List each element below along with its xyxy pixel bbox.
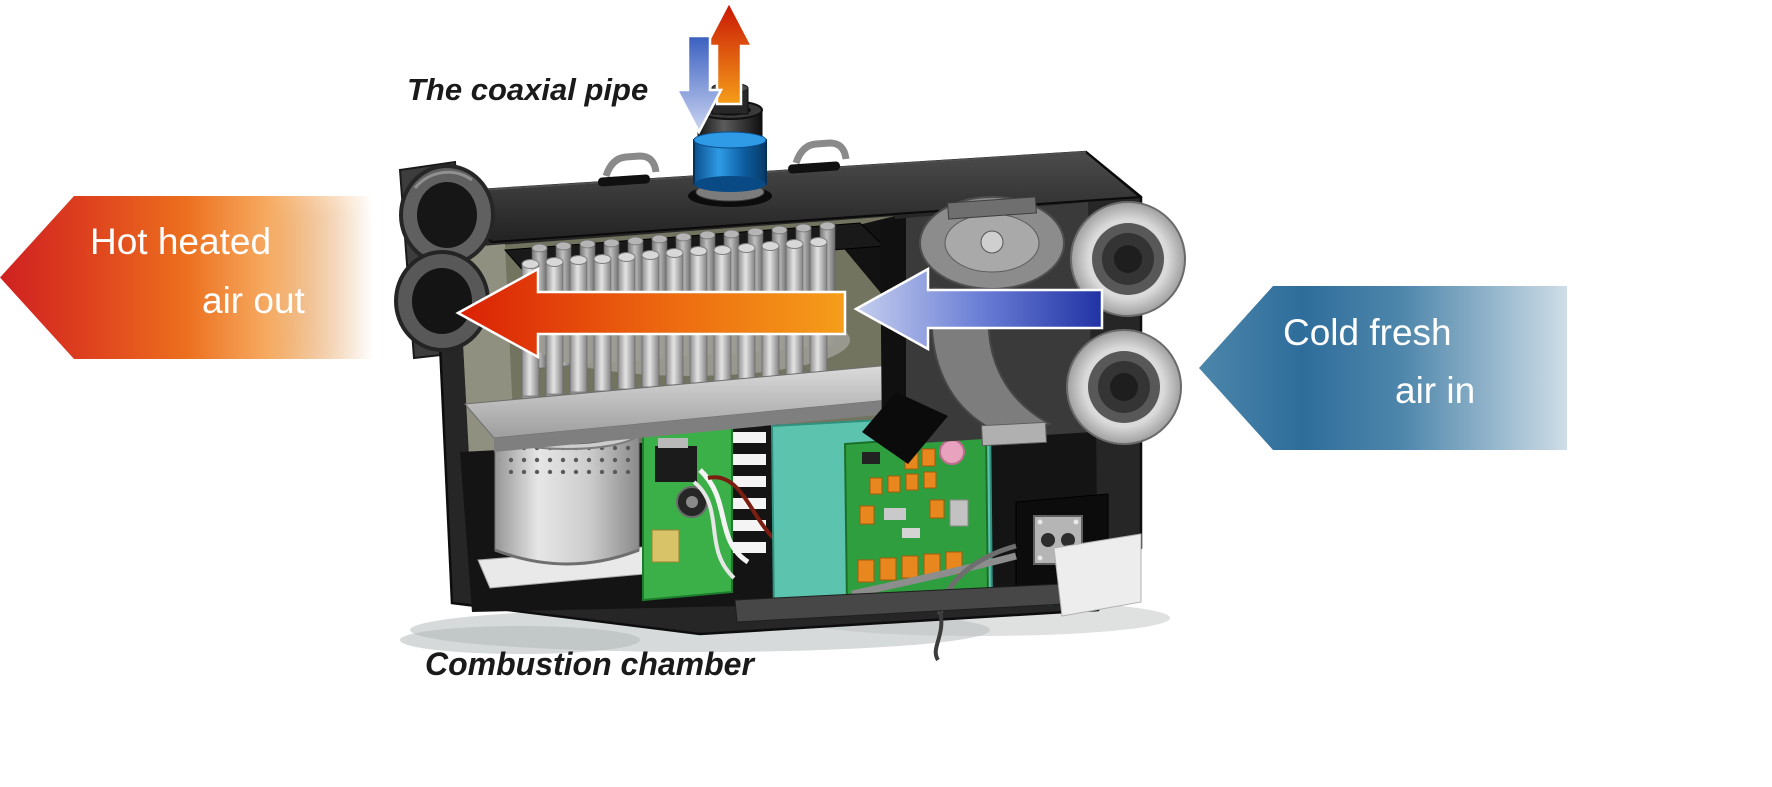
hot-air-out-label-line2: air out [202, 280, 305, 321]
cold-air-in-banner: Cold fresh air in [1199, 286, 1567, 450]
buzzer [939, 439, 965, 465]
hot-air-flow-arrow [455, 266, 847, 360]
hot-air-out-label-line1: Hot heated [90, 221, 272, 262]
combustion-chamber-section [477, 412, 1142, 662]
cold-air-in-label-line2: air in [1395, 370, 1476, 411]
coaxial-pipe-label: The coaxial pipe [407, 72, 649, 107]
hot-air-out-banner: Hot heated air out [0, 196, 372, 359]
heater-unit [394, 82, 1186, 662]
igniter-board [642, 418, 780, 602]
left-duct-ports [394, 164, 495, 352]
cold-air-in-label-line1: Cold fresh [1283, 312, 1452, 353]
pipe-clamp-band [693, 131, 767, 192]
exhaust-up-arrow [703, 0, 755, 106]
control-board [770, 412, 994, 620]
right-duct-ports [1066, 201, 1186, 445]
carry-handles [598, 139, 850, 187]
cold-air-flow-arrow [853, 266, 1104, 352]
combustion-chamber-label: Combustion chamber [425, 646, 754, 682]
duct-divider [862, 392, 948, 464]
intake-down-arrow [674, 34, 724, 135]
base-plate [1053, 533, 1142, 617]
